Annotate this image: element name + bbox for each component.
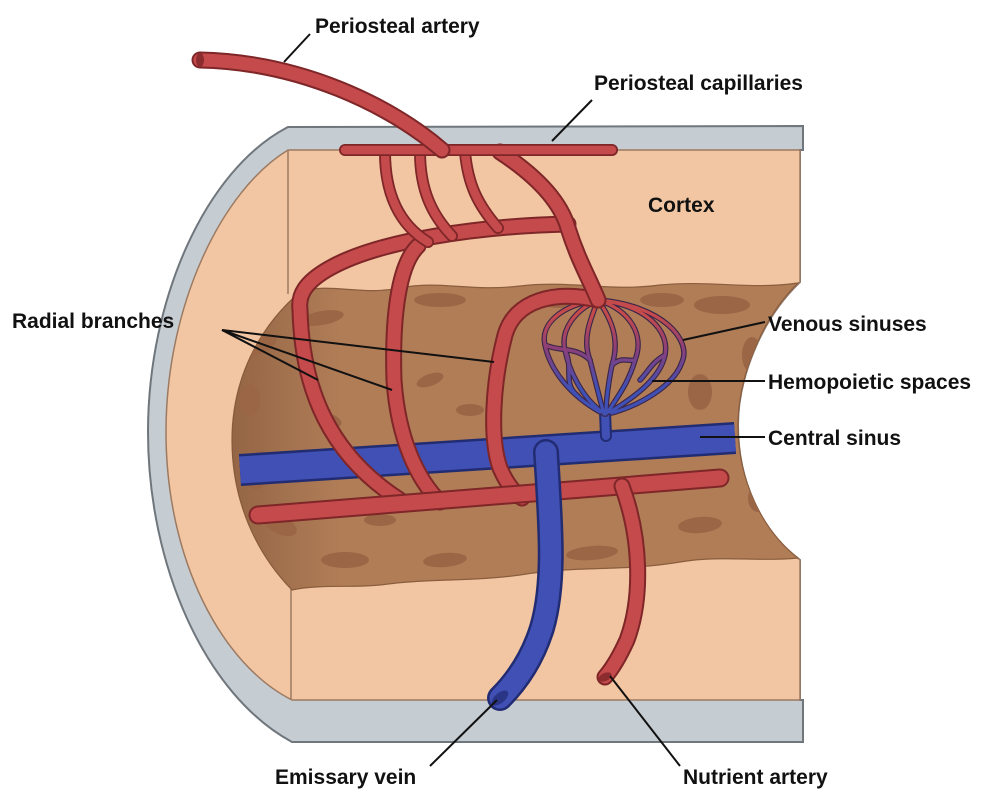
marrow-spot xyxy=(688,374,712,410)
label-periosteal-artery: Periosteal artery xyxy=(315,15,480,38)
marrow-spot xyxy=(456,404,484,416)
marrow-spot xyxy=(364,514,396,526)
marrow-spot xyxy=(240,384,260,416)
leader-periosteal-artery xyxy=(284,34,310,62)
marrow-spot xyxy=(321,552,369,568)
label-emissary-vein: Emissary vein xyxy=(275,766,416,789)
marrow-spot xyxy=(694,296,750,314)
label-radial-branches: Radial branches xyxy=(12,310,174,333)
periosteal-artery-end-cap xyxy=(196,53,204,67)
label-cortex: Cortex xyxy=(648,194,715,217)
marrow-spot xyxy=(640,293,684,307)
marrow-spot xyxy=(742,337,762,373)
label-central-sinus: Central sinus xyxy=(768,427,901,450)
label-periosteal-capillaries: Periosteal capillaries xyxy=(594,72,803,95)
label-venous-sinuses: Venous sinuses xyxy=(768,313,927,336)
label-hemopoietic-spaces: Hemopoietic spaces xyxy=(768,371,971,394)
label-nutrient-artery: Nutrient artery xyxy=(683,766,828,789)
marrow-spot xyxy=(414,293,466,307)
